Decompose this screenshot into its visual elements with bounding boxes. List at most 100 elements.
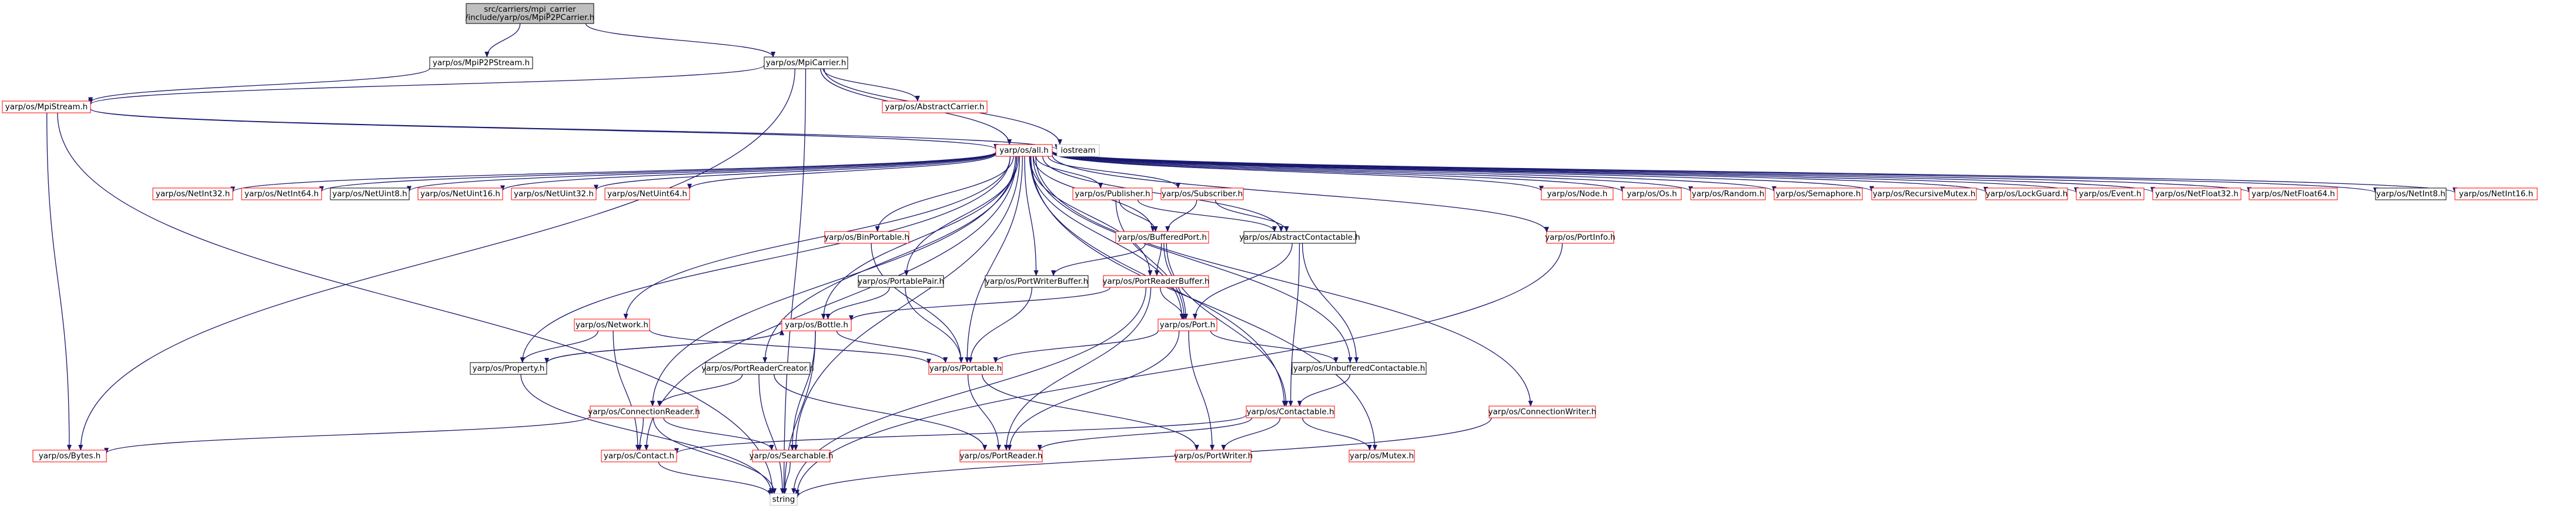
node-portreadercreator[interactable]: yarp/os/PortReaderCreator.h [701,362,814,375]
node-os[interactable]: yarp/os/Os.h [1622,187,1682,200]
node-label-connectionwriter: yarp/os/ConnectionWriter.h [1488,407,1597,417]
edge-contactable-to-contact [674,414,1247,454]
edge-all-to-semaphore [1052,152,1777,192]
node-label-abstractcarrier: yarp/os/AbstractCarrier.h [885,102,984,112]
node-recmutex[interactable]: yarp/os/RecursiveMutex.h [1871,187,1977,200]
node-contact[interactable]: yarp/os/Contact.h [601,450,677,462]
edge-network-to-portablehdr [649,329,931,365]
node-mpicarrier[interactable]: yarp/os/MpiCarrier.h [764,56,848,69]
edge-root-to-p2pstream [484,23,521,58]
node-box-node [1541,187,1614,200]
node-portwriterbuffer[interactable]: yarp/os/PortWriterBuffer.h [985,275,1089,288]
node-label-portablehdr: yarp/os/Portable.h [929,364,1002,373]
node-netfloat64[interactable]: yarp/os/NetFloat64.h [2249,187,2338,200]
node-netint16[interactable]: yarp/os/NetInt16.h [2454,187,2538,200]
edge-all-to-netint16 [1052,150,2457,193]
node-abstractcarrier[interactable]: yarp/os/AbstractCarrier.h [882,100,988,113]
node-netuint64[interactable]: yarp/os/NetUint64.h [604,187,690,200]
node-box-bottle [781,318,852,331]
edge-mpistream-to-all [90,108,998,150]
node-label-bottle: yarp/os/Bottle.h [785,320,848,330]
edge-all-to-unbuffered [1032,156,1353,363]
node-property[interactable]: yarp/os/Property.h [470,362,547,375]
node-netuint8[interactable]: yarp/os/NetUint8.h [330,187,410,200]
node-label-semaphore: yarp/os/Semaphore.h [1776,189,1861,199]
node-searchable[interactable]: yarp/os/Searchable.h [750,450,834,462]
node-netfloat32[interactable]: yarp/os/NetFloat32.h [2152,187,2242,200]
edge-all-to-portwriterbuffer [1024,156,1039,276]
node-network[interactable]: yarp/os/Network.h [574,318,650,331]
edge-all-to-portreaderbuffer [1029,156,1153,276]
edge-portreaderbuffer-to-bottle [849,287,1111,321]
node-box-event [2076,187,2145,200]
node-label-os: yarp/os/Os.h [1627,189,1677,199]
node-portablehdr[interactable]: yarp/os/Portable.h [928,362,1003,375]
node-box-abstractcarrier [882,100,988,113]
edge-connectionreader-to-contact [637,417,644,451]
node-port[interactable]: yarp/os/Port.h [1157,318,1217,331]
node-binportable[interactable]: yarp/os/BinPortable.h [824,231,909,244]
node-portwriter[interactable]: yarp/os/PortWriter.h [1174,450,1253,462]
node-random[interactable]: yarp/os/Random.h [1690,187,1766,200]
node-iostream: iostream [1056,144,1100,157]
node-box-portablepair [858,275,944,288]
node-lockguard[interactable]: yarp/os/LockGuard.h [1985,187,2068,200]
node-netint8[interactable]: yarp/os/NetInt8.h [2375,187,2447,200]
node-box-recmutex [1871,187,1977,200]
node-label-netfloat32: yarp/os/NetFloat32.h [2155,189,2239,199]
node-bufferedport[interactable]: yarp/os/BufferedPort.h [1115,231,1209,244]
node-portablepair[interactable]: yarp/os/PortablePair.h [858,275,944,288]
node-portreader[interactable]: yarp/os/PortReader.h [959,450,1043,462]
node-box-property [470,362,547,375]
edge-all-to-connectionreader [650,156,1016,407]
node-label-all: yarp/os/all.h [999,146,1048,155]
node-netint64[interactable]: yarp/os/NetInt64.h [241,187,322,200]
edge-subscriber-to-abscontactable [1215,199,1289,232]
node-mutex[interactable]: yarp/os/Mutex.h [1349,450,1415,462]
edge-binportable-to-portablehdr [871,243,964,363]
node-portinfo[interactable]: yarp/os/PortInfo.h [1545,231,1615,244]
edge-port-to-portwriter [1188,330,1215,451]
node-box-contactable [1246,405,1335,418]
node-box-random [1690,187,1766,200]
node-label-portwriterbuffer: yarp/os/PortWriterBuffer.h [985,277,1088,286]
edge-all-to-netint32 [230,151,996,193]
node-node[interactable]: yarp/os/Node.h [1541,187,1614,200]
node-connectionreader[interactable]: yarp/os/ConnectionReader.h [588,405,700,418]
edge-connectionreader-to-searchable [663,417,774,451]
node-abscontactable[interactable]: yarp/os/AbstractContactable.h [1239,231,1360,244]
node-netuint16[interactable]: yarp/os/NetUint16.h [417,187,503,200]
node-connectionwriter[interactable]: yarp/os/ConnectionWriter.h [1488,405,1597,418]
node-netuint32[interactable]: yarp/os/NetUint32.h [511,187,597,200]
node-mpistream[interactable]: yarp/os/MpiStream.h [2,100,91,113]
edge-all-to-bottle [821,156,1018,320]
node-unbuffered[interactable]: yarp/os/UnbufferedContactable.h [1292,362,1427,375]
node-box-netuint8 [330,187,410,200]
node-publisher[interactable]: yarp/os/Publisher.h [1072,187,1153,200]
node-portreaderbuffer[interactable]: yarp/os/PortReaderBuffer.h [1103,275,1210,288]
node-box-all [995,144,1053,157]
node-box-netuint64 [604,187,690,200]
edge-contactable-to-mutex [1302,417,1372,451]
node-bytes[interactable]: yarp/os/Bytes.h [32,450,107,462]
node-semaphore[interactable]: yarp/os/Semaphore.h [1774,187,1863,200]
node-p2pstream[interactable]: yarp/os/MpiP2PStream.h [429,56,533,69]
node-contactable[interactable]: yarp/os/Contactable.h [1246,405,1335,418]
node-label-p2pstream: yarp/os/MpiP2PStream.h [433,58,530,68]
edge-all-to-portinfo [1052,155,1549,233]
node-root: src/carriers/mpi_carrier/include/yarp/os… [466,3,594,24]
node-box-subscriber [1160,187,1244,200]
node-all[interactable]: yarp/os/all.h [995,144,1053,157]
edge-all-to-netfloat32 [1052,151,2155,193]
node-box-abscontactable [1243,231,1356,244]
node-label-event: yarp/os/Event.h [2079,189,2141,199]
node-subscriber[interactable]: yarp/os/Subscriber.h [1160,187,1244,200]
edge-connectionreader-to-string [653,417,777,494]
edge-all-to-recmutex [1052,151,1874,192]
edge-portreaderbuffer-to-portreader [1003,287,1152,451]
node-netint32[interactable]: yarp/os/NetInt32.h [152,187,233,200]
edge-portreadercreator-to-string [758,374,785,494]
node-event[interactable]: yarp/os/Event.h [2076,187,2145,200]
node-bottle[interactable]: yarp/os/Bottle.h [781,318,852,331]
